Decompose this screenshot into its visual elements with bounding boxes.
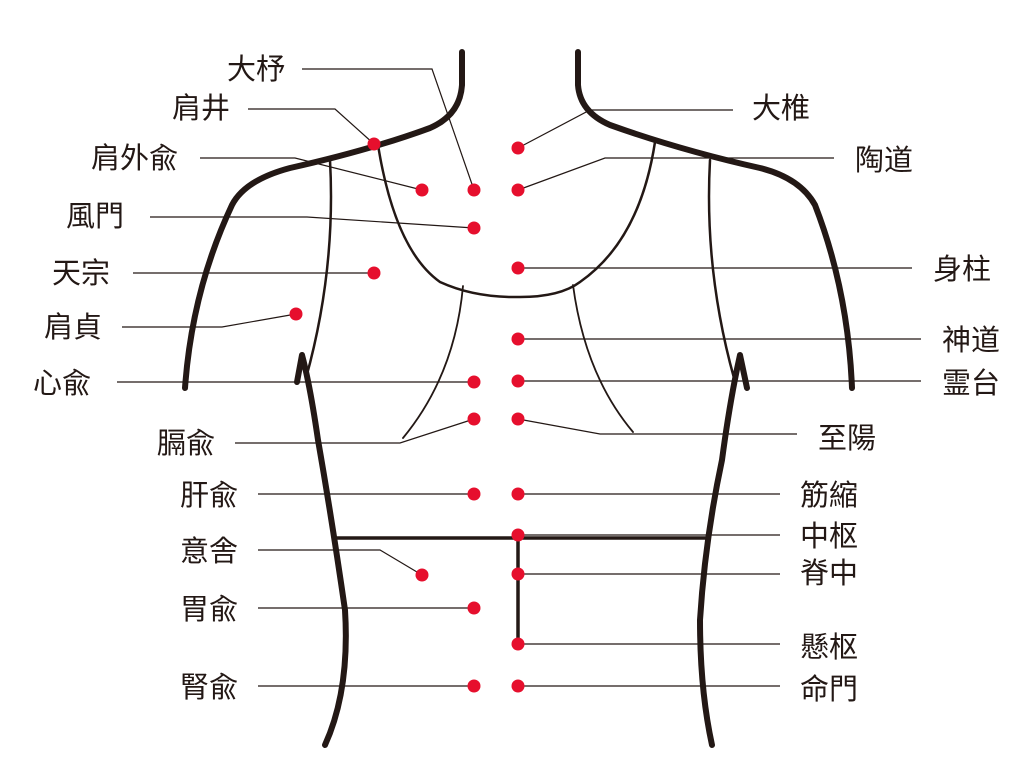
label-shenzhu: 身柱 [933, 252, 991, 286]
point-yishe[interactable] [415, 568, 429, 582]
body-outline [182, 49, 855, 748]
label-zhiyang: 至陽 [818, 421, 876, 455]
label-shenshu: 腎兪 [180, 670, 238, 704]
left-labels: 大杼 肩井 肩外兪 風門 天宗 肩貞 心兪 膈兪 肝兪 意舎 胃兪 腎兪 [33, 52, 285, 704]
point-dazhu[interactable] [467, 183, 481, 197]
point-shenshu[interactable] [467, 679, 481, 693]
point-weishu[interactable] [467, 601, 481, 615]
point-tianzong[interactable] [367, 266, 381, 280]
point-xinshu[interactable] [467, 375, 481, 389]
point-taodao[interactable] [511, 183, 525, 197]
label-jianzhen: 肩貞 [44, 310, 102, 344]
point-dazhui[interactable] [511, 141, 525, 155]
label-weishu: 胃兪 [180, 592, 238, 626]
label-dazhu: 大杼 [227, 52, 285, 86]
point-shenzhu[interactable] [511, 261, 525, 275]
right-torso-side [697, 352, 750, 748]
point-zhiyang[interactable] [511, 412, 525, 426]
point-fengmen[interactable] [467, 221, 481, 235]
label-jianwaishu: 肩外兪 [91, 141, 178, 175]
label-tianzong: 天宗 [52, 256, 110, 290]
label-geshu: 膈兪 [157, 426, 215, 460]
right-labels: 大椎 陶道 身柱 神道 霊台 至陽 筋縮 中枢 脊中 懸枢 命門 [752, 91, 1000, 706]
point-jizhong[interactable] [511, 567, 525, 581]
left-torso-side [294, 352, 349, 748]
label-xuanshu: 懸枢 [800, 630, 858, 664]
label-jizhong: 脊中 [800, 556, 858, 590]
right-arm-line [707, 158, 736, 380]
right-neck-shoulder [575, 49, 855, 391]
point-jinsuo[interactable] [511, 487, 525, 501]
label-fengmen: 風門 [66, 199, 124, 233]
label-yishe: 意舎 [180, 534, 238, 568]
label-jinsuo: 筋縮 [800, 478, 858, 512]
point-mingmen[interactable] [511, 679, 525, 693]
point-zhongshu[interactable] [511, 528, 525, 542]
right-scapula-line [572, 284, 634, 433]
point-jianwaishu[interactable] [415, 183, 429, 197]
trapezius-line [376, 140, 657, 299]
label-jianjing: 肩井 [172, 91, 230, 125]
left-neck-shoulder [182, 49, 465, 391]
point-jianzhen[interactable] [289, 307, 303, 321]
label-lingtai: 霊台 [942, 366, 1000, 400]
label-shendao: 神道 [942, 323, 1000, 357]
waist-line [333, 536, 707, 646]
label-mingmen: 命門 [800, 672, 858, 706]
label-xinshu: 心兪 [33, 366, 91, 400]
point-lingtai[interactable] [511, 374, 525, 388]
label-taodao: 陶道 [855, 143, 913, 177]
label-ganshu: 肝兪 [180, 478, 238, 512]
leader-lines [117, 68, 921, 687]
point-xuanshu[interactable] [511, 637, 525, 651]
point-geshu[interactable] [467, 412, 481, 426]
point-shendao[interactable] [511, 332, 525, 346]
left-arm-line [304, 158, 333, 380]
label-zhongshu: 中枢 [800, 519, 858, 553]
label-dazhui: 大椎 [752, 91, 810, 125]
left-scapula-line [402, 285, 464, 439]
acupoints [289, 137, 525, 693]
point-ganshu[interactable] [467, 487, 481, 501]
point-jianjing[interactable] [367, 137, 381, 151]
